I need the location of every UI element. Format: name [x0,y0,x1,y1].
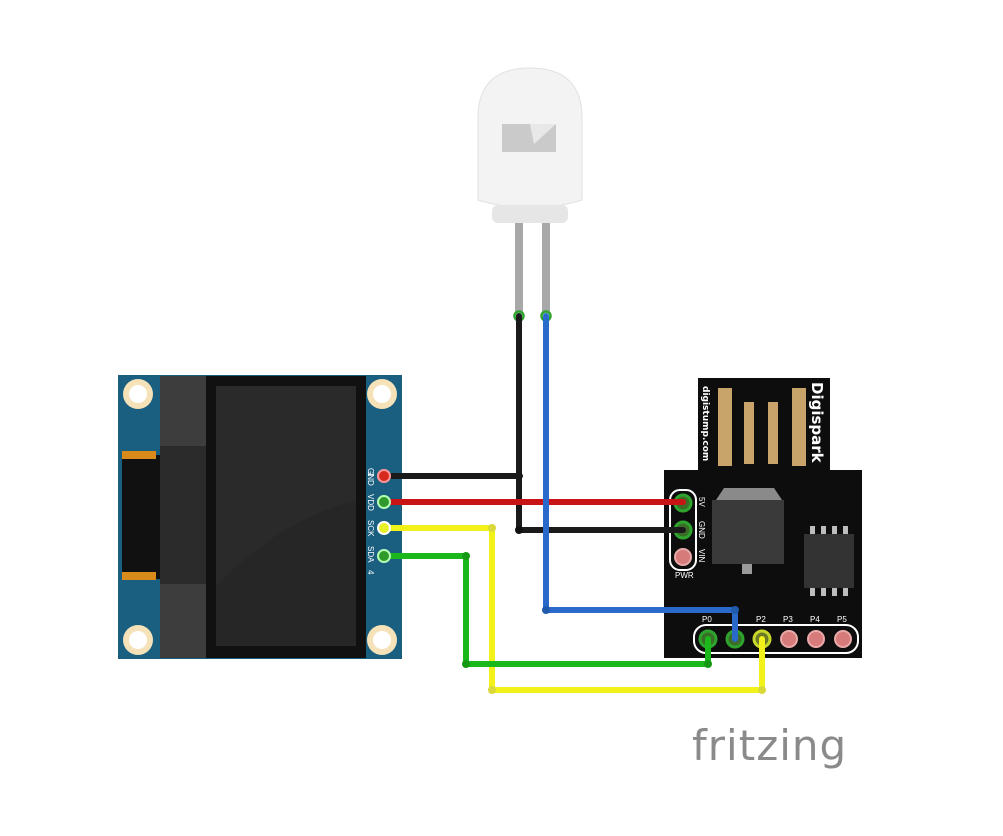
usb-trace [792,388,806,466]
label-p2: P2 [756,615,766,624]
pin-p5[interactable] [834,630,852,648]
pin-p4[interactable] [807,630,825,648]
wire-bend [758,686,766,694]
voltage-regulator [712,500,784,564]
label-p0: P0 [702,615,712,624]
wire-bend [515,526,523,534]
label-5v: 5V [697,497,706,507]
regulator-tab [716,488,782,500]
wire-led-signal[interactable] [543,313,738,642]
wire-bend [542,606,550,614]
usb-trace [718,388,732,466]
digispark-site: digistump.com [700,386,710,461]
wire-bend [462,552,470,560]
led-leg-anode [542,222,550,314]
attiny-chip [804,534,854,588]
oled-flex-cable [122,455,164,579]
wire-bend [488,686,496,694]
digispark-labels: Digispark digistump.com 5V GND VIN PWR P… [675,382,847,624]
oled-pin-label-sck: SCK [366,520,375,537]
label-p4: P4 [810,615,820,624]
usb-trace [768,402,778,464]
usb-trace [744,402,754,464]
oled-pin-label-sda: SDA [366,546,375,563]
pin-p3[interactable] [780,630,798,648]
io-header [693,624,859,654]
led-leg-cathode [515,222,523,314]
led-base [492,205,568,223]
label-vin: VIN [697,549,706,563]
oled-pin-labels: 1 GND VDD SCK SDA 4 [366,468,375,575]
oled-pin-vdd[interactable] [377,495,391,509]
wire-bend [731,606,739,614]
digispark-brand: Digispark [808,382,826,464]
label-p3: P3 [783,615,793,624]
oled-module[interactable] [118,375,402,659]
wire-bend [462,660,470,668]
fritzing-watermark: fritzing [692,721,847,770]
oled-pin-num-1: 1 [366,472,375,477]
digispark-board[interactable] [664,378,862,658]
oled-pin-label-gnd: GND [366,468,375,486]
pin-vin[interactable] [674,548,692,566]
oled-pin-sck[interactable] [377,521,391,535]
oled-pin-label-vdd: VDD [366,494,375,511]
led[interactable] [477,67,583,322]
oled-pin-sda[interactable] [377,549,391,563]
label-gnd: GND [697,521,706,539]
wire-bend [704,660,712,668]
oled-pin-num-4: 4 [366,570,375,575]
oled-pin-gnd[interactable] [377,469,391,483]
label-p5: P5 [837,615,847,624]
led-post-icon [530,124,556,144]
wire-joints [377,469,766,694]
label-pwr: PWR [675,571,694,580]
wire-bend [488,524,496,532]
